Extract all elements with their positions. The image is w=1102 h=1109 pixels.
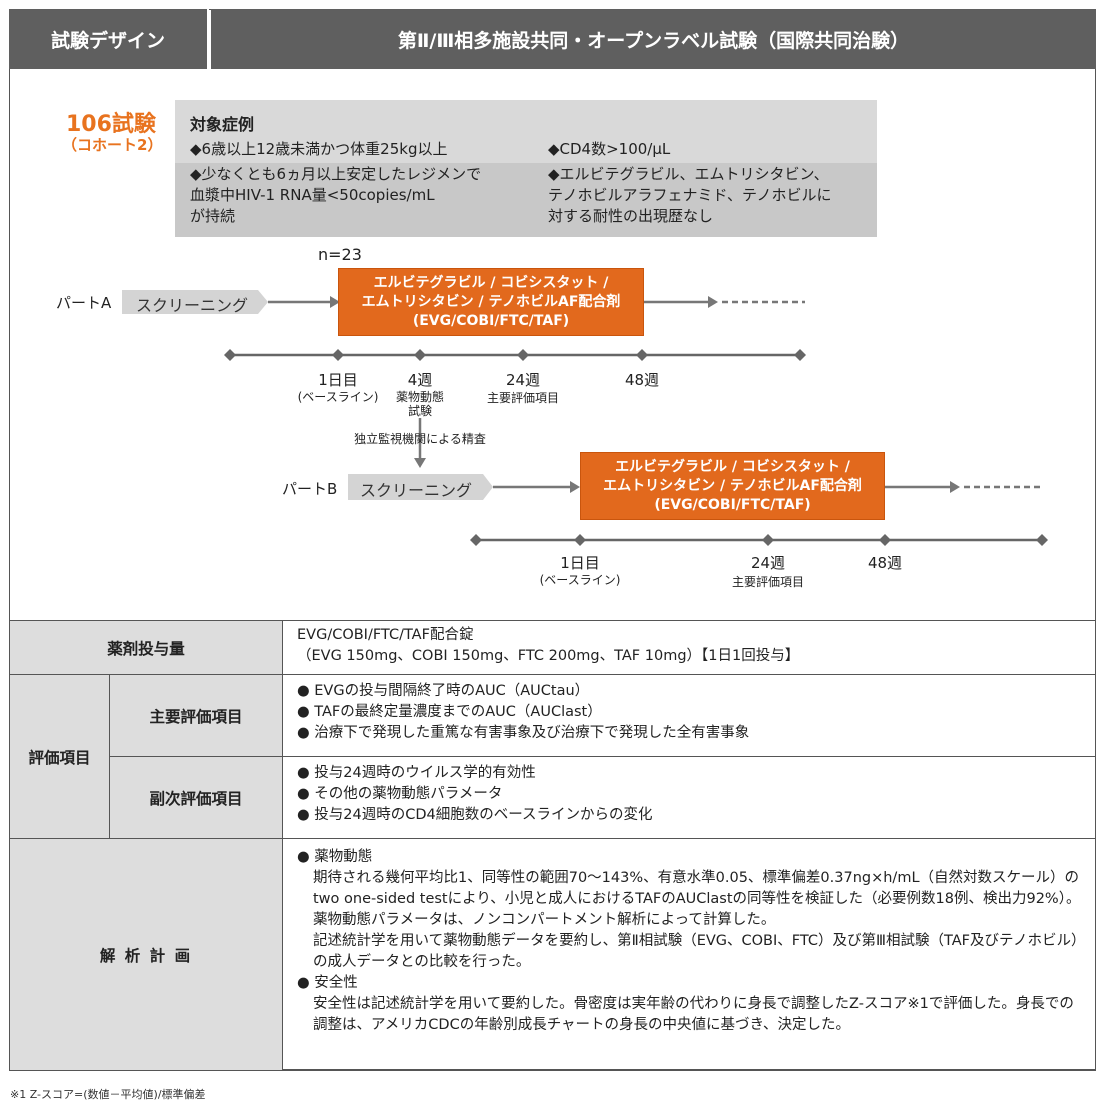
primary-endpoint-content: ● EVGの投与間隔終了時のAUC（AUCtau） ● TAFの最終定量濃度まで… <box>282 674 1096 757</box>
primary-endpoint-item: ● EVGの投与間隔終了時のAUC（AUCtau） <box>297 683 590 699</box>
partB-timeline-end <box>1036 534 1048 546</box>
partA-tick-w24 <box>517 349 529 361</box>
criteria-item-resistance: ◆エルビテグラビル、エムトリシタビン、 テノホビルアラフェナミド、テノホビルに … <box>548 165 832 225</box>
partA-timeline-start <box>224 349 236 361</box>
partA-sub-pk: 薬物動態 試験 <box>395 390 444 418</box>
partB-sub-primary: 主要評価項目 <box>731 575 804 589</box>
primary-endpoint-row: 評価項目 主要評価項目 ● EVGの投与間隔終了時のAUC（AUCtau） ● … <box>9 674 1096 839</box>
partB-tick-label-w48: 48週 <box>867 554 903 572</box>
diagram-svg <box>122 290 1048 546</box>
criteria-item-regimen: ◆少なくとも6ヵ月以上安定したレジメンで 血漿中HIV-1 RNA量<50cop… <box>190 165 482 225</box>
partB-tick-w48 <box>879 534 891 546</box>
partA-drug-box: エルビテグラビル / コビシスタット / エムトリシタビン / テノホビルAF配… <box>338 268 644 336</box>
header-design-label: 試験デザイン <box>9 9 209 69</box>
partA-sub-baseline: (ベースライン) <box>297 390 379 404</box>
partB-sub-baseline: (ベースライン) <box>539 573 621 587</box>
partB-tick-label-w24: 24週 <box>750 554 786 572</box>
partA-tick-w4 <box>414 349 426 361</box>
secondary-endpoint-item: ● 投与24週時のウイルス学的有効性 <box>297 765 536 781</box>
criteria-title: 対象症例 <box>190 115 255 134</box>
header-study-title: 第Ⅱ/Ⅲ相多施設共同・オープンラベル試験（国際共同治験） <box>211 9 1096 69</box>
secondary-endpoint-item: ● 投与24週時のCD4細胞数のベースラインからの変化 <box>297 807 653 823</box>
partA-screening-chevron <box>122 290 268 314</box>
partA-screening-label: スクリーニング <box>136 296 249 315</box>
partB-drug-box: エルビテグラビル / コビシスタット / エムトリシタビン / テノホビルAF配… <box>580 452 885 520</box>
partA-tick-label-w4: 4週 <box>407 371 433 389</box>
primary-endpoint-item: ● 治療下で発現した重篤な有害事象及び治療下で発現した全有害事象 <box>297 725 750 741</box>
analysis-safety-text: 安全性は記述統計学を用いて要約した。骨密度は実年齢の代わりに身長で調整したZ-ス… <box>313 996 1074 1033</box>
analysis-pk-text: 薬物動態パラメータは、ノンコンパートメント解析によって計算した。 <box>313 912 776 928</box>
review-label: 独立監視機関による精査 <box>354 432 486 446</box>
partB-arrowhead-in <box>570 481 580 493</box>
analysis-pk-text: 記述統計学を用いて薬物動態データを要約し、第Ⅱ相試験（EVG、COBI、FTC）… <box>313 933 1079 970</box>
analysis-safety-heading: ● 安全性 <box>297 975 358 991</box>
partB-screening-label: スクリーニング <box>360 481 473 500</box>
partB-timeline-start <box>470 534 482 546</box>
secondary-endpoint-label: 副次評価項目 <box>109 756 283 839</box>
analysis-content: ● 薬物動態 期待される幾何平均比1、同等性の範囲70～143%、有意水準0.0… <box>282 838 1096 1071</box>
criteria-item-age: ◆6歳以上12歳未満かつ体重25kg以上 <box>190 140 448 158</box>
partB-label: パートB <box>282 480 338 498</box>
n-label: n=23 <box>318 245 362 264</box>
dose-line1: EVG/COBI/FTC/TAF配合錠 <box>297 627 474 643</box>
analysis-label: 解 析 計 画 <box>9 838 283 1071</box>
info-table: 薬剤投与量 EVG/COBI/FTC/TAF配合錠 （EVG 150mg、COB… <box>9 620 1096 1071</box>
analysis-pk-heading: ● 薬物動態 <box>297 849 373 865</box>
criteria-band <box>175 163 877 237</box>
review-arrowhead <box>414 458 426 468</box>
dose-content: EVG/COBI/FTC/TAF配合錠 （EVG 150mg、COBI 150m… <box>282 620 1096 675</box>
dose-row: 薬剤投与量 EVG/COBI/FTC/TAF配合錠 （EVG 150mg、COB… <box>9 620 1096 675</box>
analysis-row: 解 析 計 画 ● 薬物動態 期待される幾何平均比1、同等性の範囲70～143%… <box>9 838 1096 1071</box>
partB-arrowhead-out <box>950 481 960 493</box>
partA-tick-w48 <box>636 349 648 361</box>
study-cohort: （コホート2） <box>62 136 163 154</box>
partB-tick-day1 <box>574 534 586 546</box>
dose-line2: （EVG 150mg、COBI 150mg、FTC 200mg、TAF 10mg… <box>297 648 800 664</box>
partB-tick-label-day1: 1日目 <box>560 554 600 572</box>
partB-screening-chevron <box>348 474 493 500</box>
partA-arrowhead-out <box>708 296 718 308</box>
analysis-pk-text: 期待される幾何平均比1、同等性の範囲70～143%、有意水準0.05、標準偏差0… <box>313 870 1081 907</box>
study-name: 106試験 <box>66 112 156 137</box>
partA-label: パートA <box>56 294 112 312</box>
partA-timeline-end <box>794 349 806 361</box>
partA-tick-label-w24: 24週 <box>505 371 541 389</box>
secondary-endpoint-content: ● 投与24週時のウイルス学的有効性 ● その他の薬物動態パラメータ ● 投与2… <box>282 756 1096 839</box>
partA-tick-day1 <box>332 349 344 361</box>
partA-tick-label-day1: 1日目 <box>318 371 358 389</box>
criteria-item-cd4: ◆CD4数>100/μL <box>548 140 671 158</box>
partA-arrowhead-in <box>330 296 340 308</box>
secondary-endpoint-item: ● その他の薬物動態パラメータ <box>297 786 503 802</box>
secondary-endpoint-row: 副次評価項目 ● 投与24週時のウイルス学的有効性 ● その他の薬物動態パラメー… <box>10 756 1096 839</box>
partB-tick-w24 <box>762 534 774 546</box>
partA-tick-label-w48: 48週 <box>624 371 660 389</box>
partA-sub-primary: 主要評価項目 <box>486 391 559 405</box>
primary-endpoint-item: ● TAFの最終定量濃度までのAUC（AUClast） <box>297 704 602 720</box>
footnote: ※1 Z-スコア=(数値－平均値)/標準偏差 <box>10 1088 206 1101</box>
endpoints-label: 評価項目 <box>9 674 110 839</box>
primary-endpoint-label: 主要評価項目 <box>109 674 283 757</box>
dose-label: 薬剤投与量 <box>9 620 283 675</box>
